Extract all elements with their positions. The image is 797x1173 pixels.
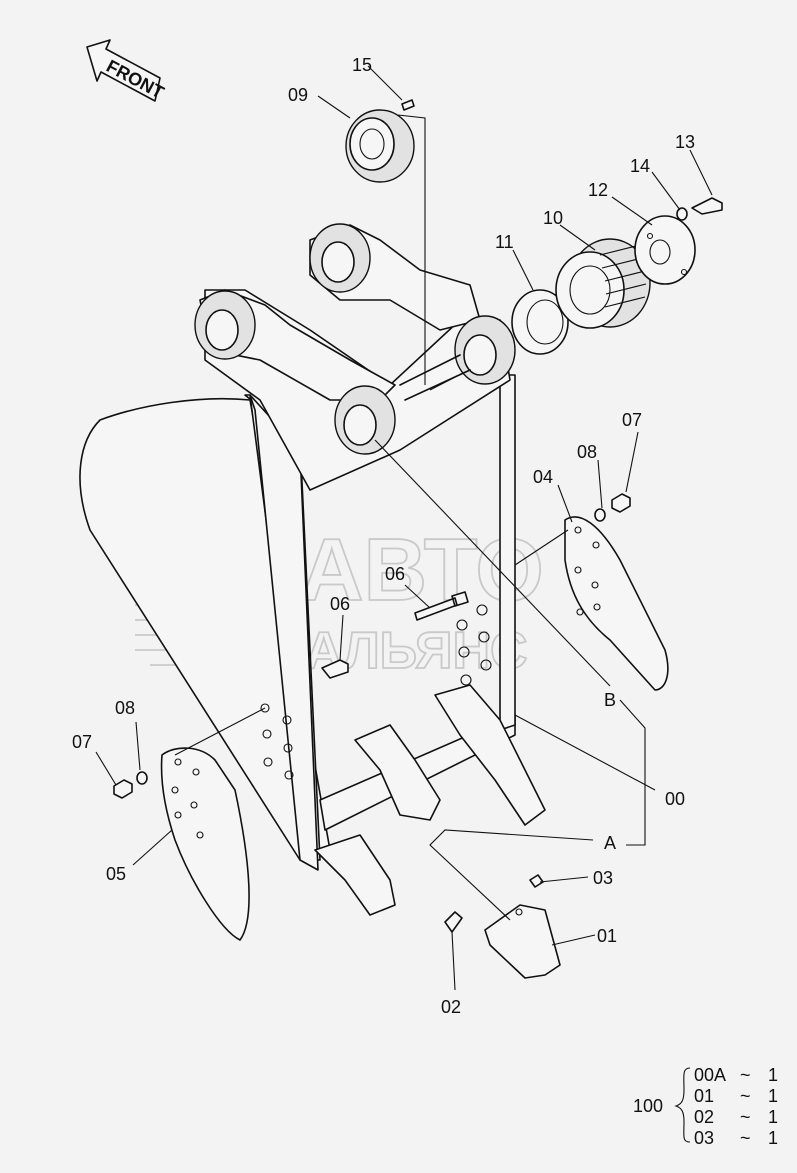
part-08-washer-left: [136, 771, 148, 785]
left-plate-holes: [260, 703, 294, 780]
assembly-part: 00A: [694, 1065, 726, 1085]
assembly-qty: 1: [768, 1107, 778, 1127]
assembly-part: 03: [694, 1128, 714, 1148]
part-02-pin: [444, 911, 463, 933]
assembly-qty: 1: [768, 1065, 778, 1085]
part-11-shim: [511, 289, 569, 355]
part-07-nut-left: [113, 779, 133, 799]
part-10-bushing: [555, 238, 651, 329]
assembly-ref: 100: [633, 1096, 663, 1116]
callout-07-right: 07: [622, 410, 642, 430]
callout-labels: 15 09 13 14 12 10 11 07 08 04 06 06 08 0…: [72, 55, 695, 1017]
callout-B: B: [604, 690, 616, 710]
callout-07-left: 07: [72, 732, 92, 752]
assembly-brace: [674, 1067, 691, 1143]
assembly-part: 02: [694, 1107, 714, 1127]
assembly-table: 100 00A ~ 1 01 ~ 1 02 ~ 1 03 ~ 1: [633, 1065, 778, 1148]
part-01-tooth: [484, 904, 561, 979]
callout-10: 10: [543, 208, 563, 228]
part-12-plate: [634, 215, 696, 285]
part-09-cap: [345, 109, 415, 183]
part-14-washer: [676, 207, 688, 221]
callout-02: 02: [441, 997, 461, 1017]
bucket-body: [79, 223, 546, 916]
part-03-lock: [529, 874, 544, 888]
part-06-bolt-lower: [321, 659, 349, 679]
assembly-qty: 1: [768, 1086, 778, 1106]
callout-09: 09: [288, 85, 308, 105]
part-13-bolt: [691, 197, 723, 215]
assembly-sep: ~: [740, 1065, 751, 1085]
assembly-qty: 1: [768, 1128, 778, 1148]
callout-A: A: [604, 833, 616, 853]
front-label: FRONT: [103, 56, 167, 103]
callout-08-left: 08: [115, 698, 135, 718]
callout-14: 14: [630, 156, 650, 176]
part-07-nut-right: [611, 493, 631, 513]
callout-01: 01: [597, 926, 617, 946]
callout-12: 12: [588, 180, 608, 200]
assembly-row: 03 ~ 1: [694, 1128, 778, 1148]
part-04-side-cutter: [564, 516, 669, 691]
part-05-side-cutter: [160, 747, 250, 941]
pin-assembly: [397, 114, 471, 401]
callout-00: 00: [665, 789, 685, 809]
assembly-sep: ~: [740, 1128, 751, 1148]
assembly-row: 02 ~ 1: [694, 1107, 778, 1127]
callout-15: 15: [352, 55, 372, 75]
callout-06-lower: 06: [330, 594, 350, 614]
callout-05: 05: [106, 864, 126, 884]
part-08-washer-right: [594, 508, 606, 522]
callout-11: 11: [495, 232, 514, 252]
callout-04: 04: [533, 467, 553, 487]
part-06-bolt-upper: [414, 591, 469, 621]
assembly-row: 01 ~ 1: [694, 1086, 778, 1106]
callout-13: 13: [675, 132, 695, 152]
assembly-sep: ~: [740, 1086, 751, 1106]
assembly-row: 00A ~ 1: [694, 1065, 778, 1085]
assembly-sep: ~: [740, 1107, 751, 1127]
callout-08-right: 08: [577, 442, 597, 462]
right-plate-holes: [456, 604, 492, 686]
assembly-part: 01: [694, 1086, 714, 1106]
front-direction-arrow: FRONT: [86, 39, 167, 103]
callout-06-upper: 06: [385, 564, 405, 584]
leader-lines: [95, 65, 713, 991]
callout-03: 03: [593, 868, 613, 888]
part-15-pin: [401, 99, 415, 111]
